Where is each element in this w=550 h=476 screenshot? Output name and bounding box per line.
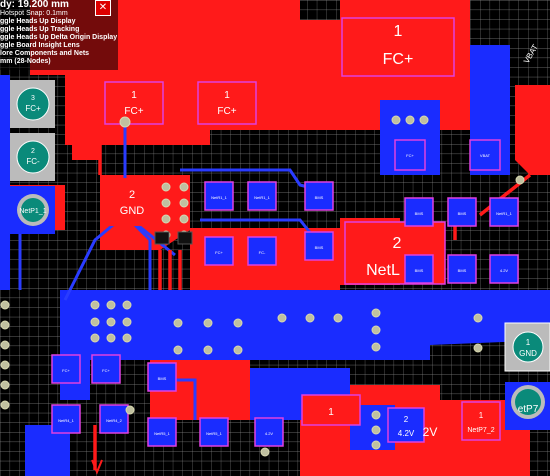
smd-pad[interactable]: FC+ [51,354,81,384]
svg-text:1: 1 [224,90,230,101]
svg-text:NetP7_2: NetP7_2 [467,427,494,434]
svg-text:NetR4_1: NetR4_1 [58,418,75,423]
svg-text:NetR5_1: NetR5_1 [154,431,171,436]
svg-text:1: 1 [328,407,334,418]
svg-text:FC-: FC- [26,157,40,166]
svg-text:2: 2 [31,148,35,155]
smd-pad[interactable]: NetR1_1 [204,181,234,211]
svg-text:FC+: FC+ [124,106,143,117]
smd-pad[interactable]: BMS [404,254,434,284]
hud-close-button[interactable]: ✕ [95,0,111,16]
svg-text:NetR1_1: NetR1_1 [254,195,271,200]
component-body [177,231,193,245]
svg-text:1: 1 [131,90,137,101]
svg-text:2: 2 [404,415,409,424]
smd-pad[interactable]: 4.2V [489,254,519,284]
svg-text:FC+: FC+ [102,368,110,373]
hud-toggle-tracking[interactable]: ggle Heads Up Tracking [0,26,80,33]
svg-text:BMS: BMS [458,268,467,273]
smd-pad[interactable]: BMS [447,197,477,227]
svg-text:3: 3 [31,95,35,102]
svg-text:FC+: FC+ [217,106,236,117]
vias [0,115,525,457]
svg-text:2V: 2V [423,425,438,439]
hud-coordinate: dy: 19.200 mm [0,0,69,10]
svg-text:4.2V: 4.2V [398,429,415,438]
svg-text:BMS: BMS [458,211,467,216]
smd-pad[interactable]: NetR4_2 [99,404,129,434]
bottom-pad-2[interactable]: 2 4.2V [387,407,425,443]
svg-text:1: 1 [479,411,484,420]
bottom-pad-3[interactable]: 2V [423,425,438,439]
netp7-testpoint-pad[interactable]: etP7 [505,382,550,430]
gnd-pad[interactable]: 2 GND [105,178,160,226]
smd-pad[interactable]: BMS [447,254,477,284]
fc-minus-testpoint[interactable]: 2 FC- [10,133,55,181]
svg-text:4.2V: 4.2V [500,268,509,273]
hud-toggle-insight-lens[interactable]: ggle Board Insight Lens [0,42,80,49]
svg-text:NetL: NetL [366,262,400,279]
svg-text:GND: GND [519,349,537,358]
hud-node-count: mm (28-Nodes) [0,58,51,65]
smd-pad[interactable]: NetR4_1 [51,404,81,434]
svg-text:BMS: BMS [315,245,324,250]
svg-text:NetR5_1: NetR5_1 [206,431,223,436]
svg-text:VBAT: VBAT [480,153,491,158]
smd-pad[interactable]: NetR5_1 [199,417,229,447]
smd-pad[interactable]: NetR5_1 [147,417,177,447]
heads-up-display: dy: 19.200 mm Hotspot Snap: 0.1mm ✕ ggle… [0,0,118,70]
bottom-pad-1[interactable]: 1 [301,394,361,426]
netl-big-pad[interactable]: 2 NetL [344,221,446,285]
svg-text:NetR1_1: NetR1_1 [211,195,228,200]
svg-text:GND: GND [120,205,145,217]
svg-text:4.2V: 4.2V [265,431,274,436]
fc-plus-pad-a[interactable]: 1 FC+ [104,81,164,125]
cursor-arrow [91,459,103,475]
bottom-pad-4[interactable]: 1 NetP7_2 [461,401,501,441]
smd-pads: NetR1_1 NetR1_1 BMS FC+ FC- BMS FC+ BMS … [51,139,519,447]
fc-plus-pad-b[interactable]: 1 FC+ [197,81,257,125]
smd-pad[interactable]: FC+ [91,354,121,384]
svg-text:2: 2 [393,235,402,252]
smd-pad[interactable]: 4.2V [254,417,284,447]
svg-text:FC+: FC+ [383,51,414,68]
svg-text:FC+: FC+ [25,104,41,113]
svg-text:BMS: BMS [158,376,167,381]
svg-text:etP7: etP7 [518,404,539,415]
bottom-layer-copper [0,45,550,476]
smd-pad[interactable]: VBAT [469,139,501,171]
svg-text:1: 1 [526,338,531,347]
smd-pad[interactable]: NetR1_1 [247,181,277,211]
svg-text:BMS: BMS [415,211,424,216]
fc-plus-testpoint[interactable]: 3 FC+ [10,80,55,128]
smd-pad[interactable]: FC+ [394,139,426,171]
hud-explore-components[interactable]: lore Components and Nets [0,50,90,57]
fc-plus-big-pad[interactable]: 1 FC+ [341,17,455,77]
smd-pad[interactable]: FC+ [204,236,234,266]
smd-pad[interactable]: BMS [404,197,434,227]
svg-text:NetP1_1: NetP1_1 [19,208,46,215]
svg-text:NetR4_2: NetR4_2 [106,418,123,423]
svg-text:NetR1_1: NetR1_1 [496,211,513,216]
hud-snap: Hotspot Snap: 0.1mm [0,10,68,17]
svg-text:1: 1 [394,23,403,40]
gnd-testpoint-pad[interactable]: 1 GND [504,322,550,372]
svg-text:2: 2 [129,189,135,201]
component-body [154,231,170,245]
svg-text:FC-: FC- [259,250,266,255]
svg-text:FC+: FC+ [406,153,414,158]
smd-pad[interactable]: BMS [147,362,177,392]
smd-pad[interactable]: BMS [304,181,334,211]
netp1-testpoint[interactable]: NetP1_1 [10,186,55,234]
smd-pad[interactable]: NetR1_1 [489,197,519,227]
smd-pad[interactable]: BMS [304,231,334,261]
svg-text:BMS: BMS [415,268,424,273]
svg-text:BMS: BMS [315,195,324,200]
svg-text:FC+: FC+ [62,368,70,373]
smd-pad[interactable]: FC- [247,236,277,266]
svg-text:FC+: FC+ [215,250,223,255]
hud-toggle-display[interactable]: ggle Heads Up Display [0,18,76,25]
hud-toggle-delta-origin[interactable]: ggle Heads Up Delta Origin Display [0,34,118,41]
